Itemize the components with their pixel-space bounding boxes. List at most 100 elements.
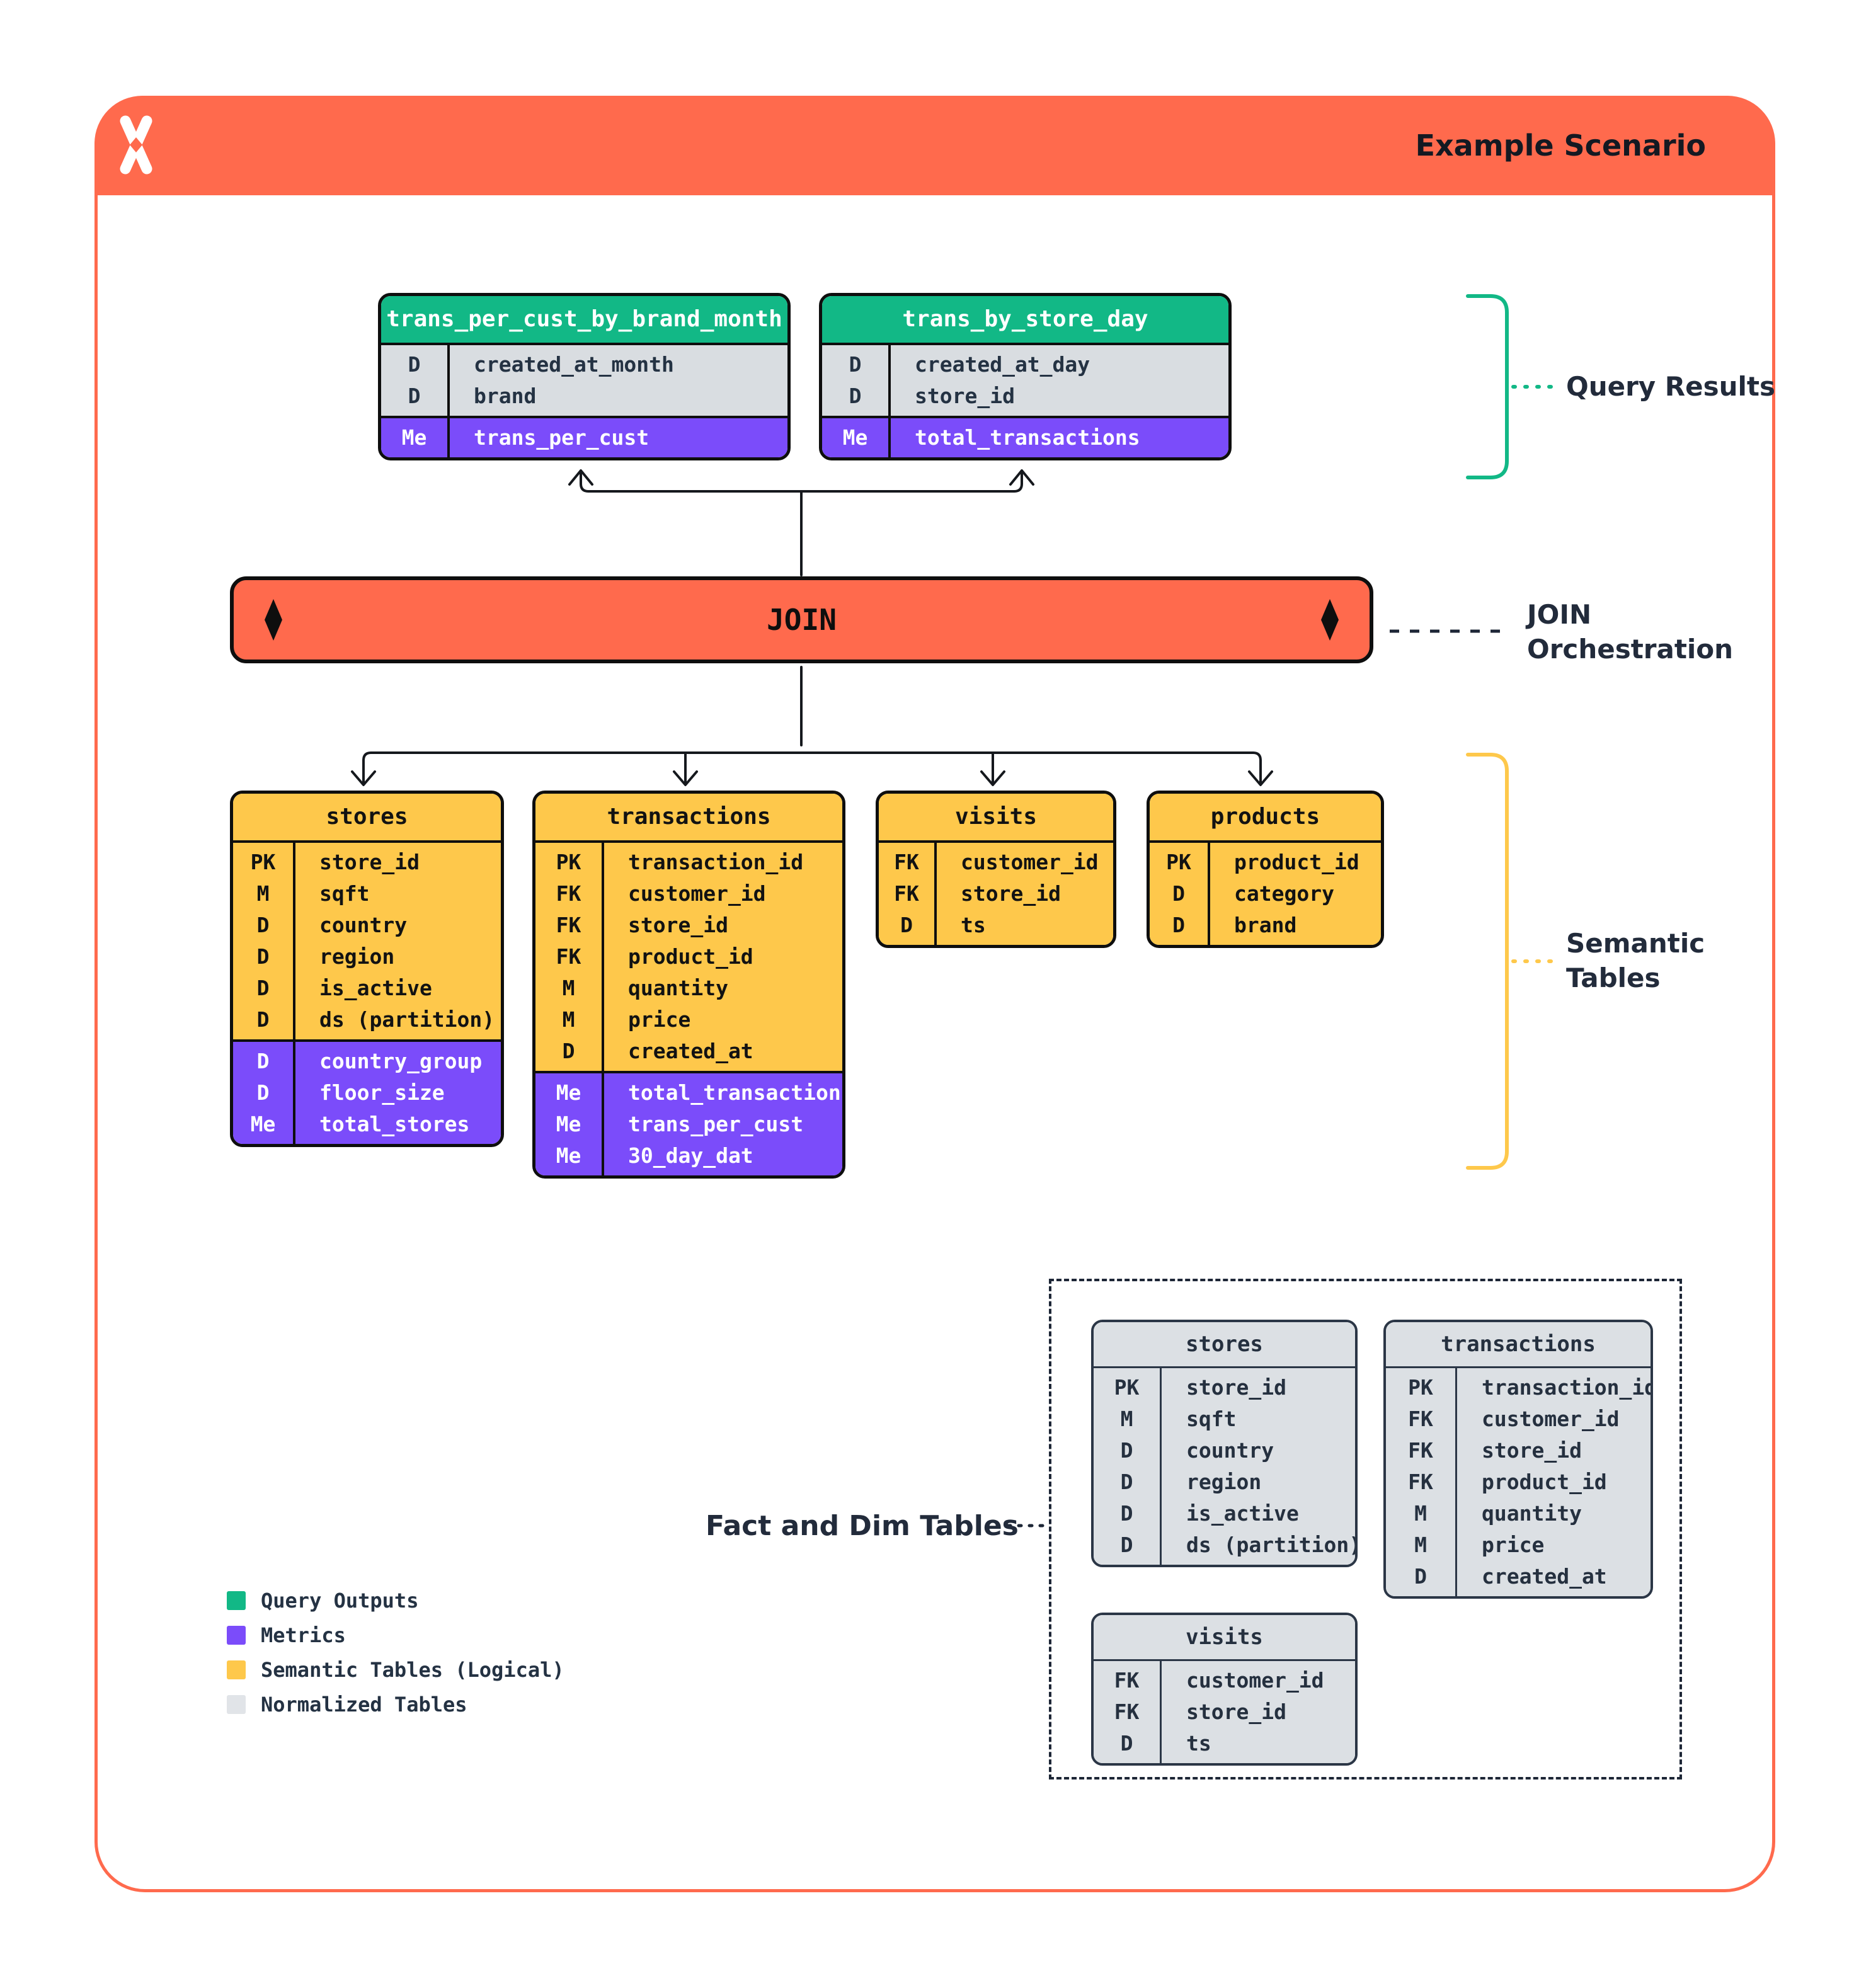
row-key: FK	[1408, 1470, 1433, 1494]
row-key: D	[256, 1007, 270, 1032]
row-field: region	[1186, 1470, 1262, 1494]
legend-swatch	[227, 1660, 246, 1679]
legend-item: Normalized Tables	[227, 1693, 467, 1717]
row-field: floor_size	[319, 1080, 445, 1105]
row-key: D	[1120, 1501, 1133, 1526]
row-key: D	[256, 1049, 270, 1073]
table-row: PK store_id	[1094, 1372, 1355, 1403]
table-row: FK store_id	[1094, 1696, 1355, 1728]
table-row: Me total_stores	[233, 1109, 501, 1140]
table-header: trans_by_store_day	[822, 296, 1228, 345]
column-divider	[602, 843, 604, 1175]
legend-item: Query Outputs	[227, 1589, 418, 1613]
row-field: total_stores	[319, 1112, 470, 1136]
column-divider	[888, 345, 891, 457]
row-key: FK	[894, 881, 919, 906]
row-key: Me	[250, 1112, 276, 1136]
row-key: FK	[1408, 1438, 1433, 1463]
row-field: category	[1234, 881, 1334, 906]
row-key: M	[1120, 1407, 1133, 1431]
row-key: Me	[556, 1080, 581, 1105]
row-field: product_id	[628, 944, 753, 969]
row-key: M	[256, 881, 270, 906]
row-key: D	[1120, 1470, 1133, 1494]
legend-label: Semantic Tables (Logical)	[261, 1658, 564, 1682]
row-key: D	[408, 352, 421, 377]
row-field: store_id	[1186, 1375, 1286, 1400]
row-field: transaction_id	[628, 850, 804, 874]
row-field: country	[319, 913, 408, 937]
row-field: store_id	[1186, 1700, 1286, 1724]
semantic-tables-line2: Tables	[1566, 963, 1661, 994]
row-key: M	[1414, 1501, 1427, 1526]
row-field: ts	[961, 913, 986, 937]
row-key: FK	[1114, 1700, 1140, 1724]
legend-swatch	[227, 1591, 246, 1610]
row-key: FK	[1408, 1407, 1433, 1431]
row-field: store_id	[961, 881, 1061, 906]
row-key: FK	[556, 944, 581, 969]
row-key: D	[1120, 1533, 1133, 1557]
row-key: D	[256, 1080, 270, 1105]
column-divider	[447, 345, 450, 457]
semantic-tables-label: Semantic Tables	[1566, 926, 1705, 996]
table-header: stores	[233, 794, 501, 843]
row-key: PK	[1114, 1375, 1140, 1400]
row-key: Me	[556, 1143, 581, 1168]
row-key: PK	[250, 850, 276, 874]
row-field: customer_id	[1186, 1668, 1324, 1693]
row-key: M	[562, 1007, 575, 1032]
card-header: Example Scenario	[94, 96, 1775, 195]
row-field: brand	[474, 384, 537, 408]
table-row: FK product_id	[535, 941, 842, 973]
page-title: Example Scenario	[1415, 129, 1706, 163]
row-field: ds (partition)	[1186, 1533, 1358, 1557]
row-key: D	[1120, 1731, 1133, 1756]
join-label: JOIN	[767, 603, 837, 637]
column-divider	[1455, 1368, 1457, 1596]
row-field: store_id	[915, 384, 1015, 408]
row-field: 30_day_dat	[628, 1143, 753, 1168]
row-key: D	[256, 976, 270, 1000]
row-field: product_id	[1234, 850, 1359, 874]
legend-label: Query Outputs	[261, 1589, 419, 1613]
column-divider	[1208, 843, 1210, 945]
query-results-label: Query Results	[1566, 371, 1776, 402]
row-field: sqft	[319, 881, 370, 906]
diamond-icon	[1321, 599, 1339, 641]
join-bar: JOIN	[230, 576, 1373, 663]
row-field: quantity	[628, 976, 728, 1000]
